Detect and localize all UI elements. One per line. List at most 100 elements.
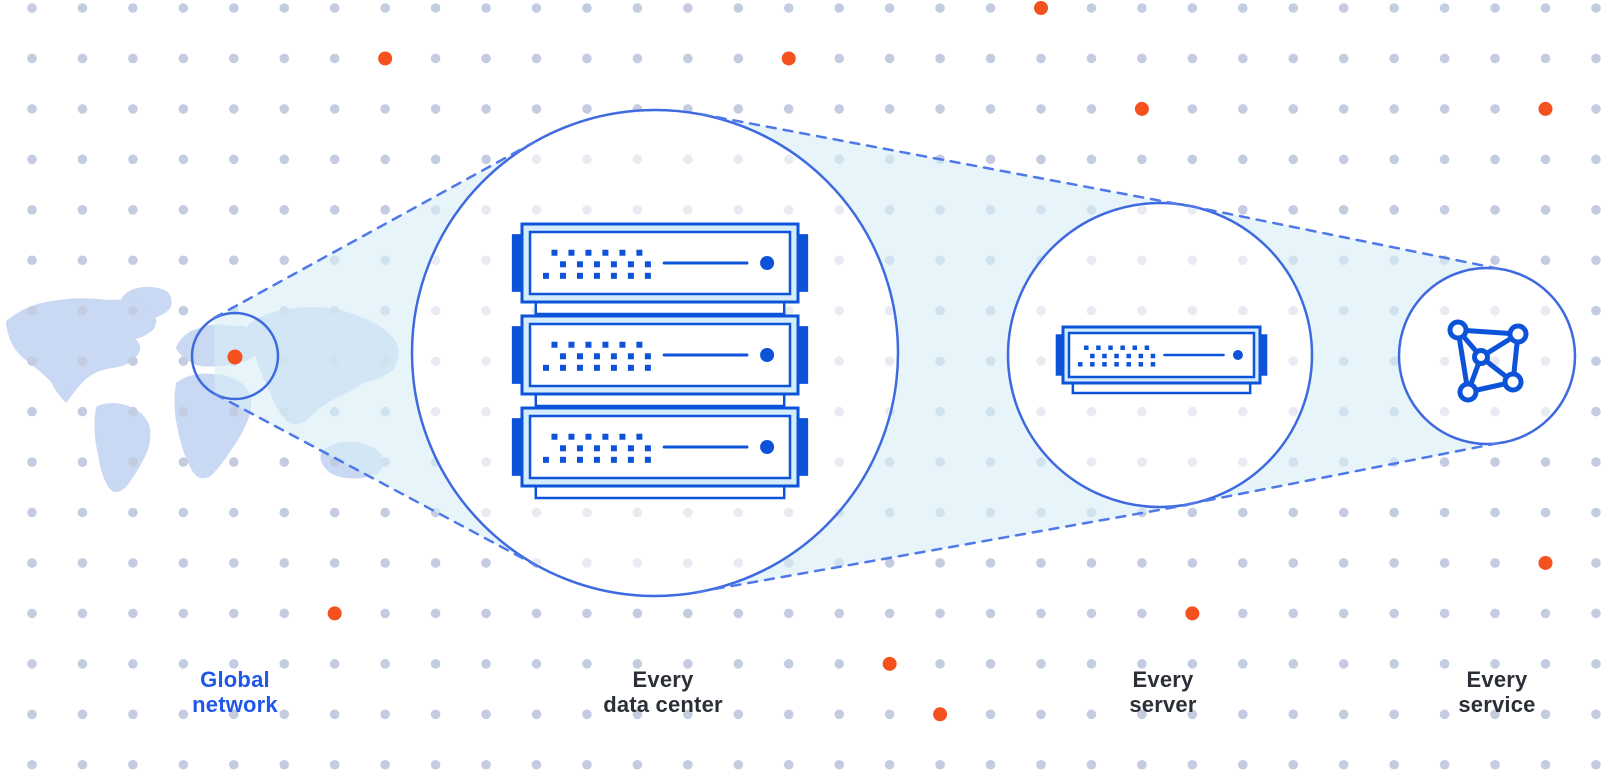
grid-dot	[329, 659, 340, 669]
grid-dot	[1490, 255, 1500, 266]
grid-dot	[531, 659, 542, 669]
server-panel	[528, 414, 792, 480]
grid-dot	[1490, 659, 1500, 669]
led-matrix-dot	[568, 433, 575, 440]
grid-dot	[1137, 709, 1147, 720]
grid-dot	[128, 305, 138, 316]
grid-dot	[884, 709, 895, 720]
grid-dot	[1439, 104, 1450, 114]
grid-dot	[1288, 406, 1299, 417]
grid-dot	[1288, 53, 1299, 64]
grid-dot	[1490, 507, 1500, 518]
accent-dot	[1538, 555, 1553, 570]
grid-dot	[481, 154, 491, 165]
accent-dot	[1034, 1, 1048, 15]
grid-dot	[1439, 507, 1450, 518]
led-matrix-dot	[644, 364, 651, 371]
led-matrix-dot	[542, 364, 549, 371]
grid-dot	[27, 356, 37, 366]
grid-dot	[1036, 356, 1046, 366]
grid-dot	[1288, 759, 1299, 770]
led-matrix-dot	[593, 272, 600, 279]
grid-dot	[1238, 507, 1248, 518]
grid-dot	[1338, 759, 1349, 770]
grid-dot	[1389, 558, 1399, 568]
grid-dot	[1591, 154, 1601, 165]
grid-dot	[77, 406, 88, 417]
grid-dot	[229, 558, 239, 568]
grid-dot	[77, 255, 88, 266]
grid-dot	[632, 558, 643, 568]
grid-dot	[1540, 255, 1551, 266]
label-line: Every	[632, 667, 694, 692]
led-matrix-dot	[644, 456, 651, 463]
led-matrix-dot	[1102, 353, 1107, 359]
grid-dot	[77, 457, 88, 467]
grid-dot	[1137, 558, 1147, 568]
led-matrix-dot	[568, 249, 575, 256]
grid-dot	[683, 659, 693, 669]
label-every-service: Every service	[1458, 667, 1535, 717]
grid-dot	[1288, 3, 1299, 13]
led-matrix-dot	[1126, 353, 1131, 359]
grid-dot	[985, 709, 996, 720]
grid-dot	[77, 154, 88, 165]
grid-dot	[27, 608, 37, 619]
led-matrix-dot	[559, 445, 566, 452]
grid-dot	[128, 406, 138, 417]
grid-dot	[834, 255, 844, 266]
grid-dot	[1490, 406, 1500, 417]
grid-dot	[733, 608, 744, 619]
grid-dot	[229, 608, 239, 619]
grid-dot	[1187, 53, 1198, 64]
grid-dot	[27, 53, 37, 64]
grid-dot	[430, 659, 441, 669]
grid-dot	[380, 154, 390, 165]
dashed-guide-line	[1188, 204, 1507, 272]
grid-dot	[531, 709, 542, 720]
led-matrix-dot	[1126, 362, 1131, 367]
grid-dot	[1338, 558, 1349, 568]
mesh-node	[1447, 319, 1469, 341]
grid-dot	[1086, 154, 1097, 165]
server-power-dot	[760, 348, 775, 362]
grid-dot	[683, 53, 693, 64]
grid-dot	[1490, 608, 1500, 619]
led-matrix-dot	[1108, 345, 1113, 350]
grid-dot	[1086, 3, 1097, 13]
grid-dot	[1490, 305, 1500, 316]
network-mesh-icon	[1447, 319, 1529, 403]
grid-dot	[935, 53, 945, 64]
label-line: Every	[1132, 667, 1194, 692]
grid-dot	[1036, 154, 1046, 165]
grid-dot	[1540, 3, 1551, 13]
grid-dot	[1439, 457, 1450, 467]
led-matrix-dot	[1138, 362, 1144, 367]
grid-dot	[531, 154, 542, 165]
led-matrix-dot	[610, 261, 617, 268]
grid-dot	[279, 154, 290, 165]
led-matrix-dot	[602, 249, 609, 256]
grid-dot	[1238, 104, 1248, 114]
led-matrix-dot	[1114, 353, 1119, 359]
grid-dot	[380, 104, 390, 114]
grid-dot	[531, 507, 542, 518]
grid-dot	[1540, 608, 1551, 619]
grid-dot	[481, 53, 491, 64]
led-matrix-dot	[576, 272, 583, 279]
grid-dot	[1338, 154, 1349, 165]
grid-dot	[1490, 709, 1500, 720]
led-matrix-dot	[610, 353, 617, 360]
grid-dot	[27, 205, 37, 215]
grid-dot	[1591, 356, 1601, 366]
grid-dot	[1540, 305, 1551, 316]
grid-dot	[1338, 709, 1349, 720]
accent-dot	[1134, 101, 1149, 116]
grid-dot	[985, 759, 996, 770]
grid-dot	[632, 205, 643, 215]
grid-dot	[77, 53, 88, 64]
led-matrix-dot	[610, 445, 617, 452]
grid-dot	[632, 759, 643, 770]
grid-dot	[1540, 154, 1551, 165]
grid-dot	[1137, 205, 1147, 215]
